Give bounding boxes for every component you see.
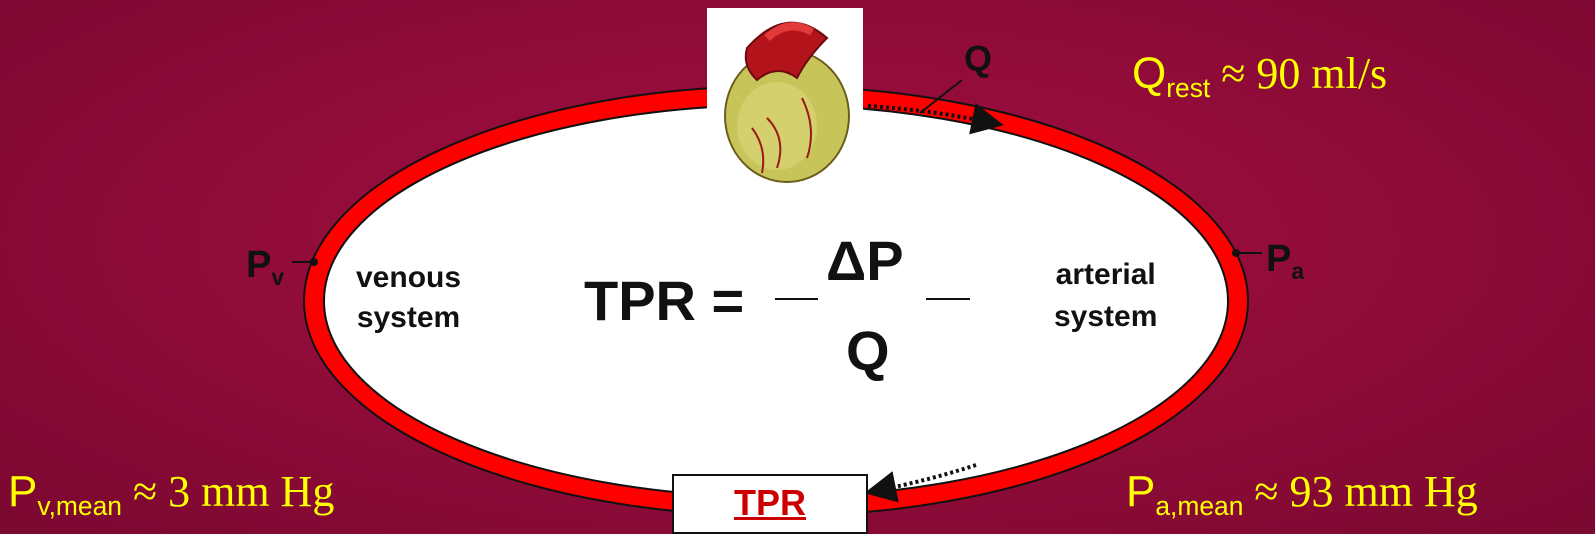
q-rest-sub: rest — [1166, 73, 1210, 103]
q-rest-main: Q — [1132, 49, 1166, 98]
tpr-box-label: TPR — [674, 482, 866, 524]
pv-mean-value: Pv,mean ≈ 3 mm Hg — [8, 466, 334, 517]
tpr-box: TPR — [672, 474, 868, 534]
heart-icon — [707, 8, 863, 186]
q-label: Q — [964, 38, 992, 80]
pv-pointer-dot — [310, 258, 318, 266]
formula-denominator: Q — [846, 318, 890, 383]
pa-pointer-dot — [1232, 249, 1240, 257]
heart-image — [707, 8, 863, 186]
q-rest-value: Qrest ≈ 90 ml/s — [1132, 48, 1387, 99]
pv-label: Pv — [246, 244, 284, 287]
q-rest-number: ≈ 90 ml/s — [1210, 49, 1387, 98]
arterial-system-label: arterial system — [1054, 254, 1157, 338]
formula-lhs: TPR = — [584, 268, 744, 333]
venous-system-label: venous system — [356, 258, 461, 338]
pa-label: Pa — [1266, 238, 1304, 281]
formula-numerator: ΔP — [826, 228, 904, 293]
pa-mean-value: Pa,mean ≈ 93 mm Hg — [1126, 466, 1478, 517]
